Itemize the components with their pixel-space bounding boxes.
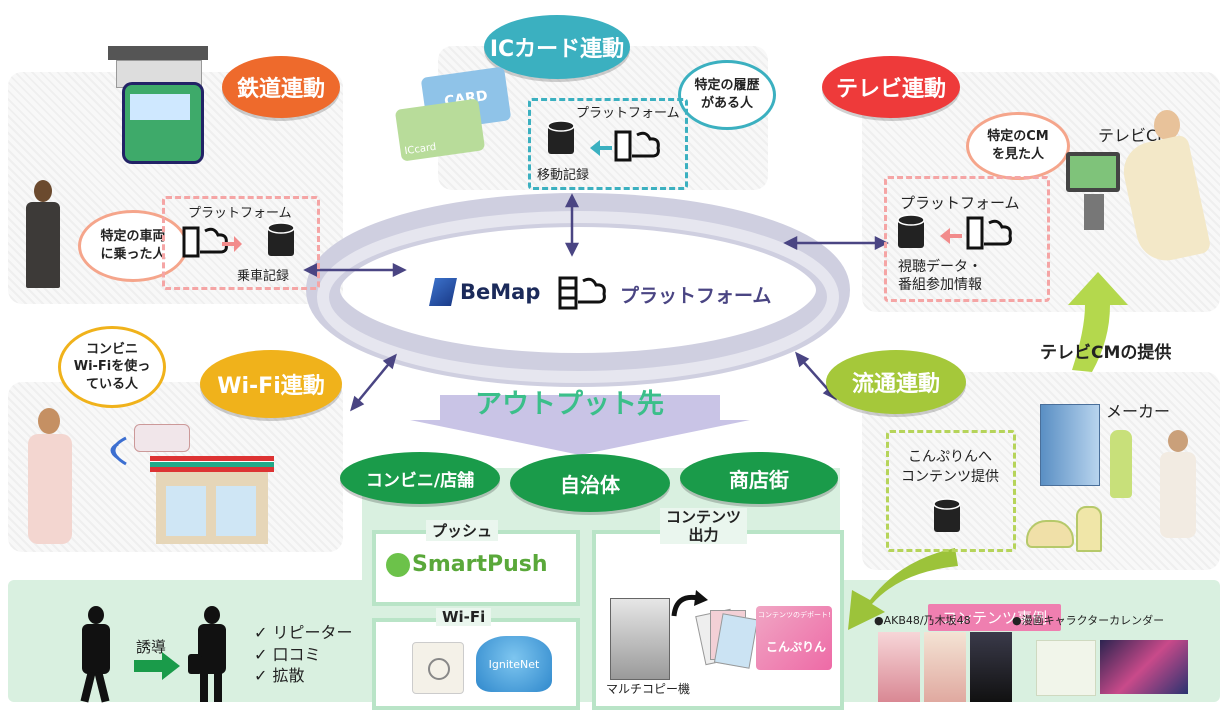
- output-pill-municipality: 自治体: [510, 454, 670, 512]
- content-box-title: コンテンツ 出力: [660, 508, 748, 544]
- konpurin-tag: コンテンツのデポート!: [758, 611, 831, 619]
- examples-manga-label: ●漫画キャラクターカレンダー: [1012, 614, 1165, 627]
- check-mark-icon: ✓: [254, 623, 268, 642]
- icecream-illustration: [1076, 506, 1102, 552]
- konpurin-logo: こんぷりん: [766, 640, 827, 654]
- bemap-logo-text: BeMap: [460, 280, 541, 304]
- check-item-spread: ✓ 拡散: [254, 666, 305, 686]
- manga-thumb-1: [1036, 640, 1096, 696]
- building-illustration: [1040, 404, 1100, 486]
- shopper-illustration: [1150, 430, 1206, 540]
- content-flow-arrow: [848, 548, 958, 630]
- center-platform-label: プラットフォーム: [620, 285, 772, 307]
- bread-illustration: [1026, 520, 1074, 548]
- tv-platform-box: [884, 176, 1050, 302]
- curved-arrow-icon: [671, 590, 708, 617]
- tvcm-offer-label: テレビCMの提供: [1040, 343, 1172, 363]
- ic-card-illustration: CARD ICcard: [394, 66, 518, 162]
- wifi-bubble: コンビニ Wi-Fiを使っ ている人: [58, 326, 166, 408]
- iccard-server-cloud-icon: [590, 130, 660, 162]
- railway-platform-label: プラットフォーム: [188, 206, 292, 221]
- smartpush-logo-text: SmartPush: [412, 552, 548, 577]
- smartpush-logo: SmartPush: [386, 552, 548, 577]
- manga-thumb-2: [1100, 640, 1188, 694]
- access-point-device: [412, 642, 464, 694]
- output-pill-store: コンビニ/店舗: [340, 452, 500, 504]
- woman-on-sofa: [1118, 110, 1216, 290]
- wifi-badge: Wi-Fi連動: [200, 350, 342, 418]
- check-mark-icon: ✓: [254, 644, 268, 664]
- bemap-logo: BeMap: [429, 278, 541, 306]
- iccard-database-icon: [547, 120, 575, 154]
- retail-database-icon: [933, 498, 961, 532]
- copier-illustration: [610, 598, 670, 680]
- iccard-platform-label: プラットフォーム: [576, 106, 680, 121]
- tvcm-offer-arrow: [1068, 272, 1128, 372]
- retail-provide-label: こんぷりんへ コンテンツ提供: [901, 449, 999, 485]
- iccard-bubble: 特定の履歴 がある人: [678, 60, 776, 130]
- railway-platform-box: [162, 196, 320, 290]
- push-title: プッシュ: [426, 520, 499, 541]
- akb-thumb-2: [924, 632, 966, 702]
- konpurin-card: コンテンツのデポート! こんぷりん: [756, 606, 832, 670]
- guide-label: 誘導: [136, 638, 167, 656]
- output-pill-shopping-street: 商店街: [680, 452, 838, 504]
- tv-platform-label: プラットフォーム: [900, 194, 1020, 212]
- smartpush-mark-icon: [386, 552, 410, 577]
- tv-set-illustration: [1066, 152, 1120, 232]
- iccard-platform-box: [528, 98, 688, 190]
- photo-cards: [695, 606, 759, 672]
- check-item-word-of-mouth: ✓ 口コミ: [254, 644, 321, 664]
- akb-thumb-1: [878, 632, 920, 702]
- railway-database-icon: [267, 222, 295, 256]
- output-title: アウトプット先: [475, 389, 664, 420]
- railway-server-cloud-icon: [182, 226, 242, 258]
- ignitenet-logo-text: IgniteNet: [488, 657, 540, 671]
- tv-database-icon: [897, 214, 925, 248]
- bemap-mark-icon: [429, 278, 457, 306]
- train-illustration: [108, 46, 208, 164]
- ic-card-label2: ICcard: [403, 141, 437, 158]
- wifi-signal-icon: [110, 436, 127, 466]
- person-silhouette-2: [188, 606, 236, 702]
- person-silhouette-1: [74, 606, 118, 703]
- guide-check-list: ✓ リピーター ✓ 口コミ ✓ 拡散: [254, 622, 353, 687]
- server-cloud-icon: [558, 276, 606, 310]
- output-arrow: [410, 395, 750, 455]
- examples-tag: コンテンツ事例: [928, 604, 1062, 631]
- railway-record-label: 乗車記録: [237, 269, 290, 284]
- copier-label: マルチコピー機: [606, 682, 691, 696]
- bottle-illustration: [1110, 430, 1132, 498]
- wifi-router: [134, 424, 190, 452]
- tv-bubble: 特定のCM を見た人: [966, 112, 1070, 180]
- retail-provide-box: [886, 430, 1016, 552]
- railway-badge: 鉄道連動: [222, 56, 340, 118]
- tv-badge: テレビ連動: [822, 56, 960, 118]
- convenience-store: [150, 456, 274, 544]
- check-item-repeater: ✓ リピーター: [254, 623, 353, 642]
- maker-label: メーカー: [1106, 402, 1171, 421]
- man-with-phone: [22, 180, 64, 288]
- wifi-box-title: Wi-Fi: [436, 608, 492, 626]
- examples-akb-label: ●AKB48/乃木坂48: [874, 614, 971, 627]
- woman-with-phone: [20, 408, 80, 548]
- check-mark-icon: ✓: [254, 666, 268, 686]
- railway-bubble: 特定の車両 に乗った人: [78, 210, 188, 282]
- iccard-record-label: 移動記録: [537, 168, 590, 183]
- akb-thumb-3: [970, 632, 1012, 702]
- tv-server-cloud-icon: [940, 216, 1012, 250]
- ignitenet-logo: IgniteNet: [476, 636, 552, 692]
- guide-arrow: [134, 652, 180, 680]
- tv-record-label: 視聴データ・ 番組参加情報: [898, 259, 982, 294]
- iccard-badge: ICカード連動: [484, 15, 630, 79]
- retail-badge: 流通連動: [826, 350, 966, 414]
